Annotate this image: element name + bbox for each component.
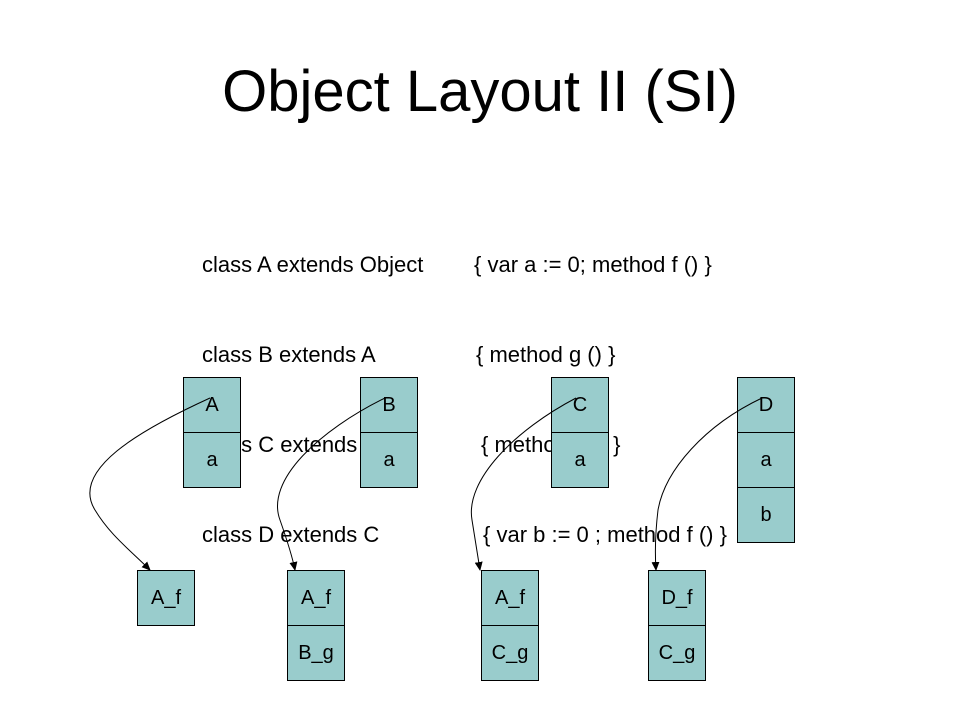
vtable-pointer-arrow-d bbox=[651, 397, 763, 571]
vtable-d-entry-g: C_g bbox=[648, 625, 706, 681]
code-line-a: class A extends Object { var a := 0; met… bbox=[202, 250, 712, 280]
vtable-pointer-arrow-c bbox=[470, 397, 577, 571]
code-line-d: class D extends C { var b := 0 ; method … bbox=[202, 520, 727, 550]
object-c-field-a: a bbox=[551, 432, 609, 488]
object-d-field-b: b bbox=[737, 487, 795, 543]
object-d-field-a: a bbox=[737, 432, 795, 488]
object-a-header: A bbox=[183, 377, 241, 433]
slide-title: Object Layout II (SI) bbox=[222, 59, 738, 124]
object-b-field-a: a bbox=[360, 432, 418, 488]
vtable-b-entry-f: A_f bbox=[287, 570, 345, 626]
class-decl-a: class A extends Object bbox=[202, 252, 424, 277]
vtable-d-entry-f: D_f bbox=[648, 570, 706, 626]
vtable-b-entry-g: B_g bbox=[287, 625, 345, 681]
class-body-b: { method g () } bbox=[476, 342, 616, 367]
class-definitions: class A extends Object { var a := 0; met… bbox=[202, 190, 727, 580]
class-decl-d: class D extends C bbox=[202, 522, 380, 547]
vtable-c-entry-g: C_g bbox=[481, 625, 539, 681]
vtable-a-entry-f: A_f bbox=[137, 570, 195, 626]
code-line-b: class B extends A { method g () } bbox=[202, 340, 615, 370]
vtable-pointer-arrow-b bbox=[277, 397, 386, 571]
class-decl-b: class B extends A bbox=[202, 342, 376, 367]
class-body-a: { var a := 0; method f () } bbox=[474, 252, 712, 277]
class-body-d: { var b := 0 ; method f () } bbox=[483, 522, 727, 547]
vtable-pointer-arrow-a bbox=[89, 397, 211, 571]
object-a-field-a: a bbox=[183, 432, 241, 488]
object-b-header: B bbox=[360, 377, 418, 433]
